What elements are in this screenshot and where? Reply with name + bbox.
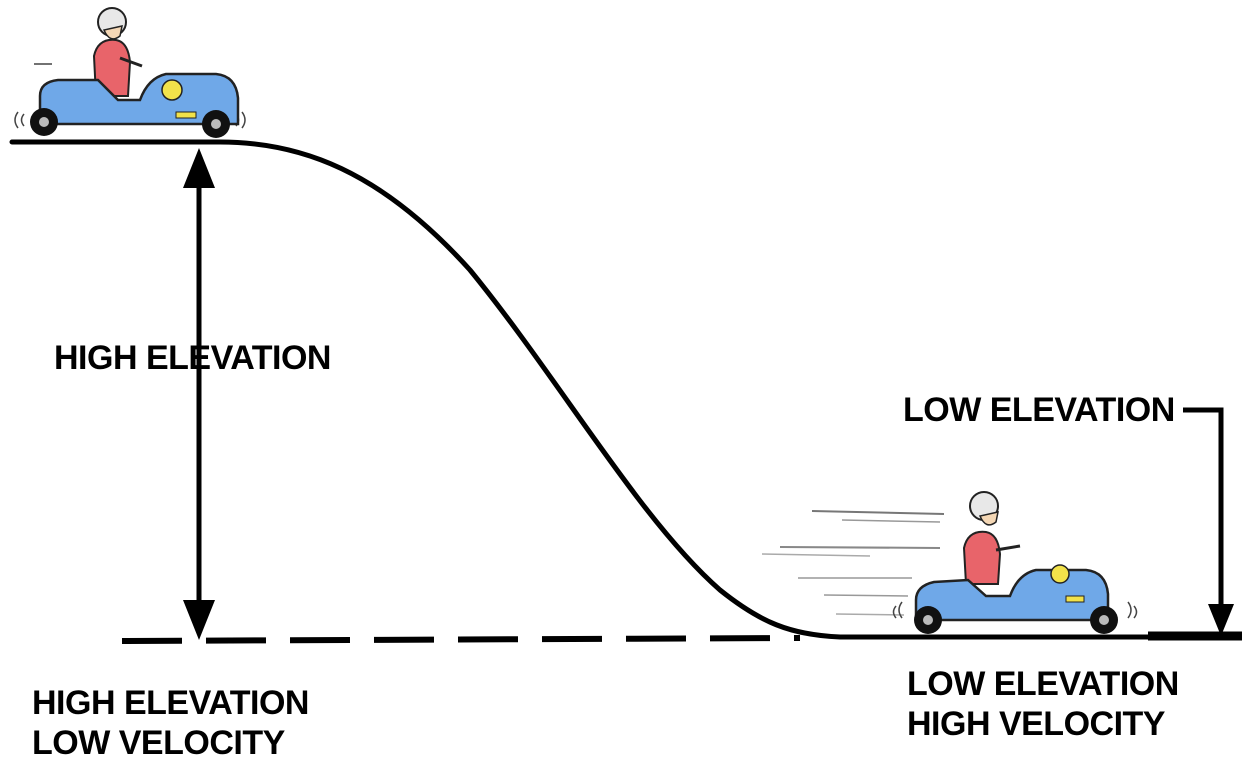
dashed-baseline [121, 635, 801, 644]
end-state-line2: HIGH VELOCITY [907, 705, 1165, 743]
top-kart-icon [14, 7, 246, 138]
start-state-label: HIGH ELEVATION LOW VELOCITY [32, 683, 309, 759]
elevation-arrow-icon [183, 148, 215, 640]
start-state-line1: HIGH ELEVATION [32, 684, 309, 722]
hill-ground-line [9, 139, 1151, 640]
low-elevation-arrow-icon [1183, 407, 1234, 636]
end-state-line1: LOW ELEVATION [907, 665, 1179, 703]
start-elevation-label: HIGH ELEVATION [54, 339, 331, 377]
bottom-kart-icon [761, 491, 1138, 634]
end-state-label: LOW ELEVATION HIGH VELOCITY [907, 664, 1179, 744]
start-state-line2: LOW VELOCITY [32, 724, 285, 759]
end-elevation-label: LOW ELEVATION [903, 391, 1175, 429]
